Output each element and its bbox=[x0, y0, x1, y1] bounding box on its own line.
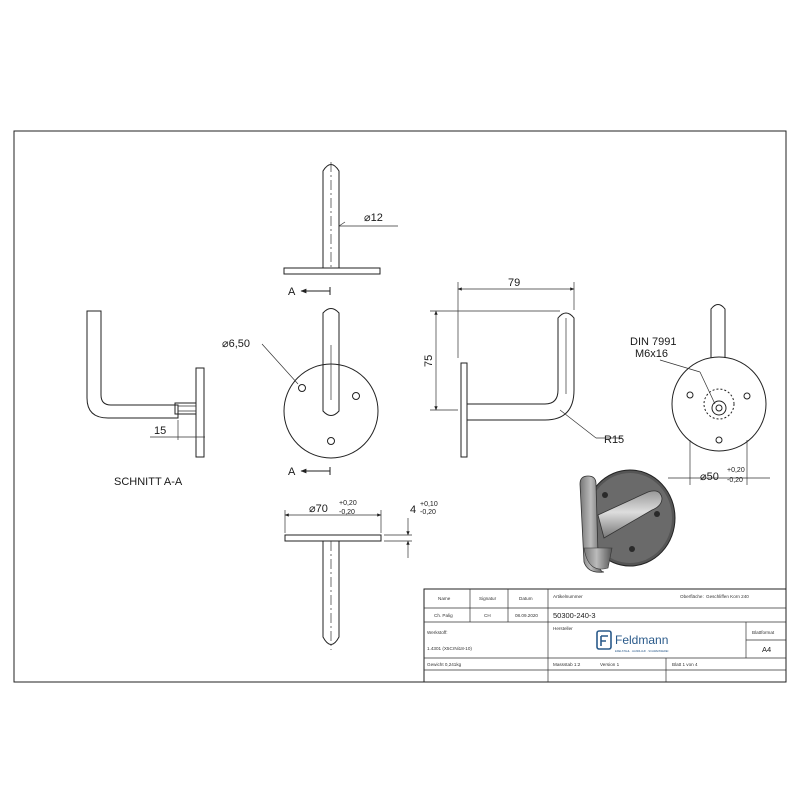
dim-width: 79 bbox=[508, 277, 520, 289]
tb-date-value: 08.09.2020 bbox=[515, 613, 538, 618]
tb-version: Version 1 bbox=[600, 662, 620, 667]
tb-signature-value: CH bbox=[484, 613, 491, 618]
tb-article-label: Artikelnummer bbox=[553, 594, 583, 599]
din-standard: DIN 7991 bbox=[630, 336, 676, 348]
dim-hole-diameter: ⌀6,50 bbox=[222, 338, 250, 350]
tb-sheet-format-label: Blattformat bbox=[752, 630, 775, 635]
screw-size: M6x16 bbox=[635, 348, 668, 360]
title-block: Name Signatur Datum Ch. Palig CH 08.09.2… bbox=[423, 588, 787, 683]
tb-header-name: Name bbox=[438, 596, 451, 601]
dim-bolt-tol-lower: -0,20 bbox=[727, 477, 743, 484]
dim-height: 75 bbox=[423, 355, 435, 367]
company-tagline: EDELSTAHL · HANDLAUF · SCHWEISSEREI bbox=[615, 649, 669, 653]
tb-weight: Gewicht 0,241kg bbox=[427, 662, 462, 667]
front-view: ⌀6,50 bbox=[222, 308, 379, 459]
rear-view: DIN 7991 M6x16 ⌀50 +0,20 -0,20 bbox=[630, 304, 770, 485]
top-view: ⌀12 bbox=[283, 162, 398, 275]
tb-header-date: Datum bbox=[519, 596, 533, 601]
dim-bolt-tol-upper: +0,20 bbox=[727, 467, 745, 474]
dim-thickness-tol-upper: +0,10 bbox=[420, 501, 438, 508]
dim-flange-diameter: ⌀70 bbox=[309, 503, 328, 515]
dim-thickness: 4 bbox=[410, 504, 416, 516]
dim-bolt-circle: ⌀50 bbox=[700, 471, 719, 483]
section-view: 15 SCHNITT A-A bbox=[86, 310, 205, 488]
tb-surface-label: Oberfläche: bbox=[680, 594, 704, 599]
dim-radius: R15 bbox=[604, 434, 624, 446]
tb-surface-value: Geschliffen Korn 240 bbox=[706, 594, 749, 599]
company-name: Feldmann bbox=[615, 633, 668, 647]
tb-material-label: Werkstoff: bbox=[427, 630, 448, 635]
tb-header-signature: Signatur bbox=[479, 596, 497, 601]
dim-flange-tol-upper: +0,20 bbox=[339, 500, 357, 507]
isometric-render bbox=[579, 469, 676, 573]
dim-bar-diameter: ⌀12 bbox=[364, 212, 383, 224]
section-label-top: A bbox=[288, 286, 296, 298]
dim-thickness-tol-lower: -0,20 bbox=[420, 509, 436, 516]
tb-sheet-number: Blatt 1 von 4 bbox=[672, 662, 698, 667]
dim-section-offset: 15 bbox=[154, 425, 166, 437]
tb-name-value: Ch. Palig bbox=[434, 613, 453, 618]
drawing-frame bbox=[13, 130, 787, 683]
side-view: 79 75 R15 bbox=[423, 277, 624, 458]
tb-manufacturer-label: Hersteller bbox=[553, 626, 573, 631]
tb-article-number: 50300-240-3 bbox=[553, 611, 596, 620]
bottom-view: ⌀70 +0,20 -0,20 4 +0,10 -0,20 bbox=[284, 500, 438, 650]
tb-scale: Massstab 1:2 bbox=[553, 662, 581, 667]
tb-material-value: 1.4301 (X5CrNi18-10) bbox=[427, 646, 472, 651]
tb-sheet-format-value: A4 bbox=[762, 645, 771, 654]
section-title: SCHNITT A-A bbox=[114, 476, 183, 488]
feldmann-logo: Feldmann EDELSTAHL · HANDLAUF · SCHWEISS… bbox=[596, 630, 669, 653]
section-marker-bottom: A bbox=[288, 466, 331, 478]
dim-flange-tol-lower: -0,20 bbox=[339, 509, 355, 516]
section-marker-top: A bbox=[288, 286, 331, 298]
section-label-bottom: A bbox=[288, 466, 296, 478]
